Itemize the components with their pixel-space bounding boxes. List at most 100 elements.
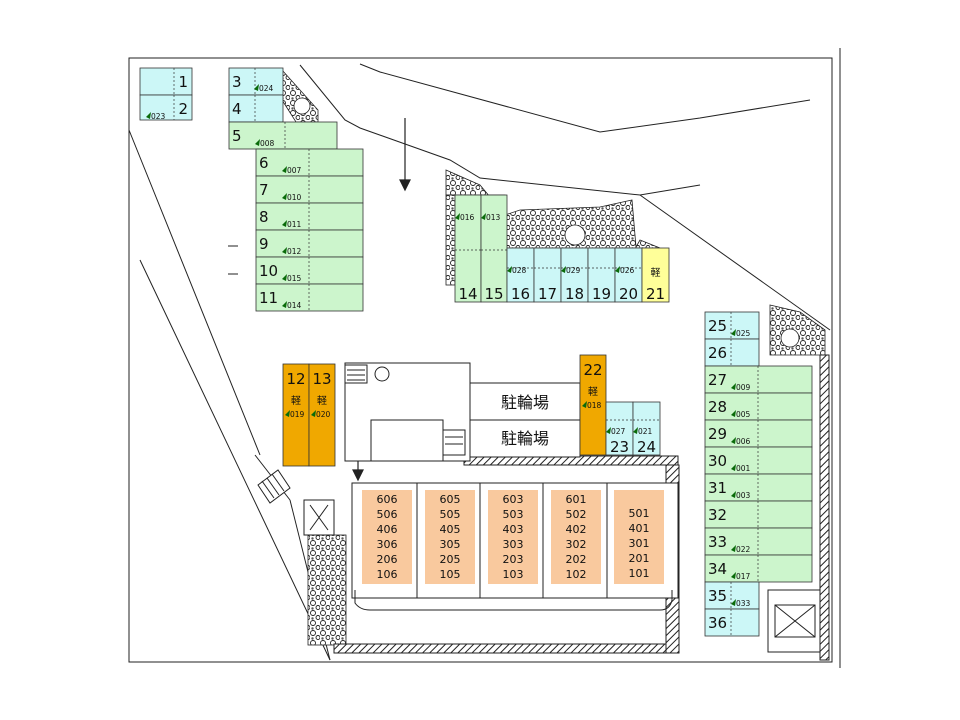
unit-number[interactable]: 202 [566,553,587,566]
flag-icon [731,572,736,579]
unit-number[interactable]: 601 [566,493,587,506]
slot-number: 18 [565,285,584,303]
parking-slot-1[interactable]: 1 [139,67,193,96]
parking-slot-35[interactable]: 35 033 [704,581,760,610]
unit-number[interactable]: 405 [440,523,461,536]
unit-number[interactable]: 403 [503,523,524,536]
unit-number[interactable]: 505 [440,508,461,521]
unit-number[interactable]: 201 [629,552,650,565]
unit-number[interactable]: 101 [629,567,650,580]
unit-number[interactable]: 305 [440,538,461,551]
parking-slot-4[interactable]: 4 [228,94,284,123]
unit-number[interactable]: 205 [440,553,461,566]
parking-slot-20[interactable]: 20 026 [614,247,643,303]
unit-number[interactable]: 506 [377,508,398,521]
unit-number[interactable]: 306 [377,538,398,551]
slot-box [704,365,813,394]
slot-box [255,256,364,285]
kei-car-label: 軽 [588,386,598,398]
slot-number: 26 [708,344,727,362]
unit-number[interactable]: 206 [377,553,398,566]
parking-slot-32[interactable]: 32 [704,500,813,529]
slot-number: 20 [619,285,638,303]
unit-number[interactable]: 106 [377,568,398,581]
unit-number[interactable]: 303 [503,538,524,551]
unit-number[interactable]: 603 [503,493,524,506]
unit-number[interactable]: 401 [629,522,650,535]
slot-box [704,500,813,529]
slot-number: 30 [708,452,727,470]
slot-box [255,202,364,231]
parking-slot-21[interactable]: 21軽 [641,247,670,303]
slot-box [533,247,562,303]
unit-number[interactable]: 302 [566,538,587,551]
slot-number: 17 [538,285,557,303]
flag-icon [282,193,287,200]
parking-slot-26[interactable]: 26 [704,338,760,367]
slot-code: 014 [287,301,302,310]
slot-number: 3 [232,73,242,91]
unit-number[interactable]: 402 [566,523,587,536]
unit-column-5: 501 401 301 201 101 [614,490,664,584]
unit-number[interactable]: 501 [629,507,650,520]
parking-slot-36[interactable]: 36 [704,608,760,637]
unit-number[interactable]: 606 [377,493,398,506]
unit-block [614,490,664,584]
unit-number[interactable]: 502 [566,508,587,521]
unit-number[interactable]: 103 [503,568,524,581]
slot-box [614,247,643,303]
slot-code: 026 [620,266,635,275]
slot-number: 9 [259,235,269,253]
parking-slot-19[interactable]: 19 [587,247,616,303]
slot-number: 16 [511,285,530,303]
slot-number: 1 [178,73,188,91]
unit-number[interactable]: 203 [503,553,524,566]
slot-number: 15 [484,285,503,303]
unit-number[interactable]: 406 [377,523,398,536]
parking-slot-17[interactable]: 17 [533,247,562,303]
unit-number[interactable]: 105 [440,568,461,581]
unit-number[interactable]: 605 [440,493,461,506]
slot-number: 29 [708,425,727,443]
slot-number: 25 [708,317,727,335]
slot-code: 005 [736,410,751,419]
unit-number[interactable]: 301 [629,537,650,550]
slot-code: 017 [736,572,751,581]
flag-icon [146,112,151,119]
unit-number[interactable]: 503 [503,508,524,521]
slot-box [139,67,193,96]
unit-number[interactable]: 102 [566,568,587,581]
slot-code: 009 [736,383,751,392]
slot-box [480,194,508,303]
unit-column-2: 605 505 405 305 205 105 [425,490,475,584]
slot-code: 033 [736,599,751,608]
slot-box [704,392,813,421]
slot-number: 35 [708,587,727,605]
